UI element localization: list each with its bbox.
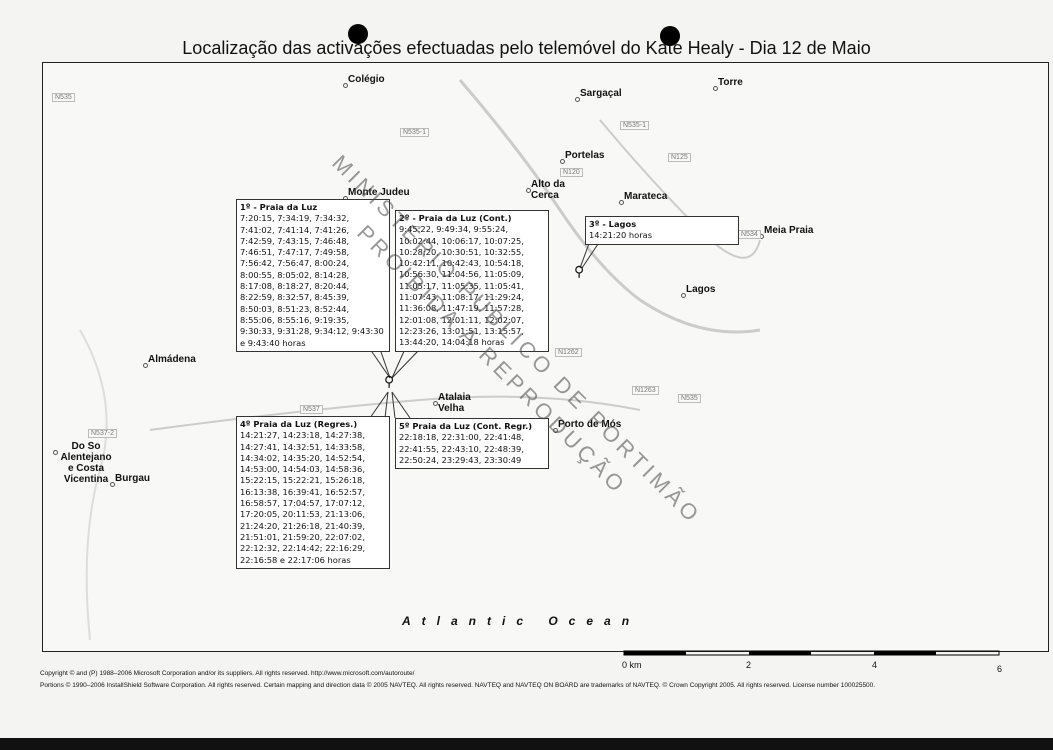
callout-title: 5º Praia da Luz (Cont. Regr.) bbox=[399, 421, 533, 431]
road-label: N537-2 bbox=[88, 429, 117, 438]
place-meia-praia: Meia Praia bbox=[758, 225, 814, 239]
place-do-so: Do So Alentejano e Costa Vicentina bbox=[53, 441, 114, 485]
scale-label: 0 km bbox=[622, 660, 642, 670]
place-lagos: Lagos bbox=[680, 284, 716, 298]
road-label: N120 bbox=[560, 168, 583, 177]
callout-title: 3º - Lagos bbox=[589, 219, 637, 229]
callout-5: 5º Praia da Luz (Cont. Regr.)22:18:18, 2… bbox=[395, 418, 549, 470]
place-burgau: Burgau bbox=[110, 473, 150, 487]
callout-title: 1º - Praia da Luz bbox=[240, 202, 318, 212]
place-sargacal: Sargaçal bbox=[575, 88, 622, 102]
ocean-label: Atlantic Ocean bbox=[402, 614, 641, 628]
scale-label: 2 bbox=[746, 660, 752, 670]
copyright-line: Copyright © and (P) 1988–2006 Microsoft … bbox=[40, 670, 415, 677]
callout-times: 9:45:22, 9:49:34, 9:55:24, 10:02:44, 10:… bbox=[399, 224, 524, 348]
callout-times: 14:21:20 horas bbox=[589, 230, 653, 241]
place-almadena: Almádena bbox=[143, 354, 196, 368]
scale-label: 6 bbox=[997, 664, 1003, 674]
place-alto-da-cerca: Alto da Cerca bbox=[526, 179, 581, 201]
callout-4: 4º Praia da Luz (Regres.)14:21:27, 14:23… bbox=[236, 416, 390, 569]
scan-border bbox=[0, 738, 1053, 750]
place-marateca: Marateca bbox=[618, 191, 668, 205]
callout-title: 4º Praia da Luz (Regres.) bbox=[240, 419, 358, 429]
road-label: N537 bbox=[300, 405, 323, 414]
place-portelas: Portelas bbox=[559, 150, 605, 164]
road-label: N535 bbox=[52, 93, 75, 102]
pushpin-lagos[interactable]: ⚲ bbox=[574, 264, 585, 280]
place-torre: Torre bbox=[713, 77, 743, 91]
callout-times: 22:18:18, 22:31:00, 22:41:48, 22:41:55, … bbox=[399, 432, 524, 465]
place-colegio: Colégio bbox=[343, 74, 385, 88]
road-label: N534 bbox=[738, 230, 761, 239]
callout-times: 7:20:15, 7:34:19, 7:34:32, 7:41:02, 7:41… bbox=[240, 213, 384, 348]
punch-hole bbox=[348, 24, 368, 44]
callout-title: 2º - Praia da Luz (Cont.) bbox=[399, 213, 512, 223]
callout-times: 14:21:27, 14:23:18, 14:27:38, 14:27:41, … bbox=[240, 430, 366, 565]
copyright-line: Portions © 1990–2006 InstallShield Softw… bbox=[40, 682, 876, 689]
place-atalaia-velha: Atalaia Velha bbox=[433, 392, 478, 414]
road-label: N535 bbox=[678, 394, 701, 403]
road-label: N1262 bbox=[555, 348, 582, 357]
road-label: N1263 bbox=[632, 386, 659, 395]
scale-label: 4 bbox=[872, 660, 878, 670]
pushpin-praia-da-luz[interactable]: ⚲ bbox=[384, 374, 395, 390]
map-frame[interactable] bbox=[42, 62, 1049, 652]
place-monte-judeu: Monte Judeu bbox=[343, 187, 410, 201]
callout-2: 2º - Praia da Luz (Cont.)9:45:22, 9:49:3… bbox=[395, 210, 549, 352]
road-label: N125 bbox=[668, 153, 691, 162]
road-label: N535-1 bbox=[620, 121, 649, 130]
place-porto-de-mos: Porto de Mós bbox=[552, 419, 622, 433]
road-label: N535-1 bbox=[400, 128, 429, 137]
punch-hole bbox=[660, 26, 680, 46]
